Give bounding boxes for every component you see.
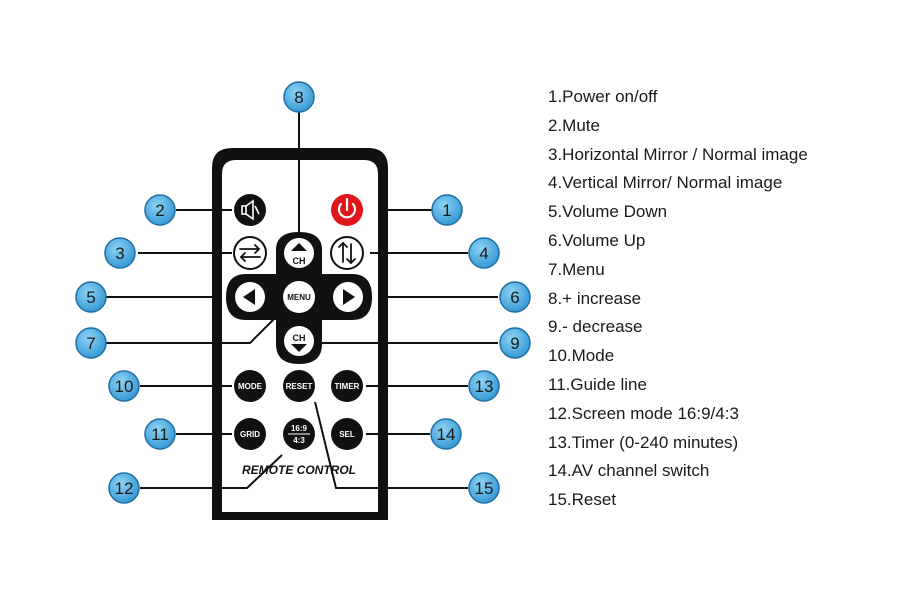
callout-number: 10 [115, 377, 134, 396]
ch-down-label: CH [293, 333, 306, 343]
up-arrow-icon [291, 243, 307, 251]
callout-number: 3 [115, 244, 124, 263]
legend-item-12: 12.Screen mode 16:9/4:3 [548, 403, 739, 423]
remote-brand-text: REMOTE CONTROL [242, 463, 356, 477]
legend-item-13: 13.Timer (0-240 minutes) [548, 432, 739, 452]
callout-4: 4 [468, 237, 500, 269]
mute-button[interactable] [234, 194, 266, 226]
callout-1: 1 [431, 194, 463, 226]
legend-item-2: 2.Mute [548, 115, 600, 135]
timer-label: TIMER [335, 382, 360, 391]
right-arrow-icon [343, 289, 355, 305]
legend-item-7: 7.Menu [548, 259, 605, 279]
legend-item-8: 8.+ increase [548, 288, 642, 308]
timer-button[interactable]: TIMER [331, 370, 363, 402]
volume-down-button[interactable] [235, 282, 265, 312]
legend-item-1: 1.Power on/off [548, 87, 658, 106]
vertical-mirror-icon [338, 241, 356, 265]
callout-5: 5 [75, 281, 107, 313]
callout-number: 1 [442, 201, 451, 220]
callout-number: 7 [86, 334, 95, 353]
callout-10: 10 [108, 370, 140, 402]
legend-item-14: 14.AV channel switch [548, 461, 710, 481]
callout-number: 9 [510, 334, 519, 353]
legend-item-15: 15.Reset [548, 490, 617, 510]
callout-number: 8 [294, 88, 303, 107]
callout-2: 2 [144, 194, 176, 226]
legend-item-4: 4.Vertical Mirror/ Normal image [548, 173, 783, 193]
aspect-button[interactable]: 16:9 4:3 [283, 418, 315, 450]
grid-button[interactable]: GRID [234, 418, 266, 450]
mute-icon [241, 199, 260, 221]
callout-12: 12 [108, 472, 140, 504]
aspect-label-bottom: 4:3 [293, 436, 305, 445]
volume-up-button[interactable] [333, 282, 363, 312]
callout-number: 11 [151, 425, 169, 444]
callout-number: 14 [437, 425, 456, 444]
menu-label: MENU [287, 293, 311, 302]
legend-item-11: 11.Guide line [548, 374, 647, 394]
leader-lines [106, 112, 498, 489]
callout-13: 13 [468, 370, 500, 402]
legend-item-10: 10.Mode [548, 346, 615, 366]
callout-6: 6 [499, 281, 531, 313]
ch-up-button[interactable]: CH [284, 238, 314, 268]
callout-number: 4 [479, 244, 488, 263]
power-button[interactable] [331, 194, 363, 226]
callout-number: 13 [475, 377, 494, 396]
horizontal-mirror-button[interactable] [233, 236, 267, 270]
aspect-label-top: 16:9 [291, 424, 308, 433]
left-arrow-icon [243, 289, 255, 305]
sel-label: SEL [339, 430, 355, 439]
vertical-mirror-button[interactable] [330, 236, 364, 270]
horizontal-mirror-icon [239, 244, 261, 262]
ch-down-button[interactable]: CH [284, 326, 314, 356]
legend-item-3: 3.Horizontal Mirror / Normal image [548, 144, 808, 164]
callout-9: 9 [499, 327, 531, 359]
callout-14: 14 [430, 418, 462, 450]
legend-item-9: 9.- decrease [548, 317, 643, 337]
reset-button[interactable]: RESET [283, 370, 315, 402]
callout-11: 11 [144, 418, 176, 450]
down-arrow-icon [291, 344, 307, 352]
mode-button[interactable]: MODE [234, 370, 266, 402]
callout-15: 15 [468, 472, 500, 504]
callout-7: 7 [75, 327, 107, 359]
callout-number: 15 [475, 479, 494, 498]
reset-label: RESET [286, 382, 313, 391]
legend-list: 1.Power on/off 2.Mute 3.Horizontal Mirror … [548, 83, 893, 515]
legend-item-6: 6.Volume Up [548, 230, 646, 250]
callout-number: 2 [155, 201, 164, 220]
callout-number: 12 [115, 479, 134, 498]
grid-label: GRID [240, 430, 260, 439]
callout-8: 8 [283, 81, 315, 113]
power-icon [337, 197, 357, 219]
legend-item-5: 5.Volume Down [548, 202, 668, 222]
ch-up-label: CH [293, 256, 306, 266]
callout-3: 3 [104, 237, 136, 269]
callout-number: 6 [510, 288, 519, 307]
mode-label: MODE [238, 382, 263, 391]
sel-button[interactable]: SEL [331, 418, 363, 450]
menu-button[interactable]: MENU [283, 281, 315, 313]
callout-number: 5 [86, 288, 95, 307]
